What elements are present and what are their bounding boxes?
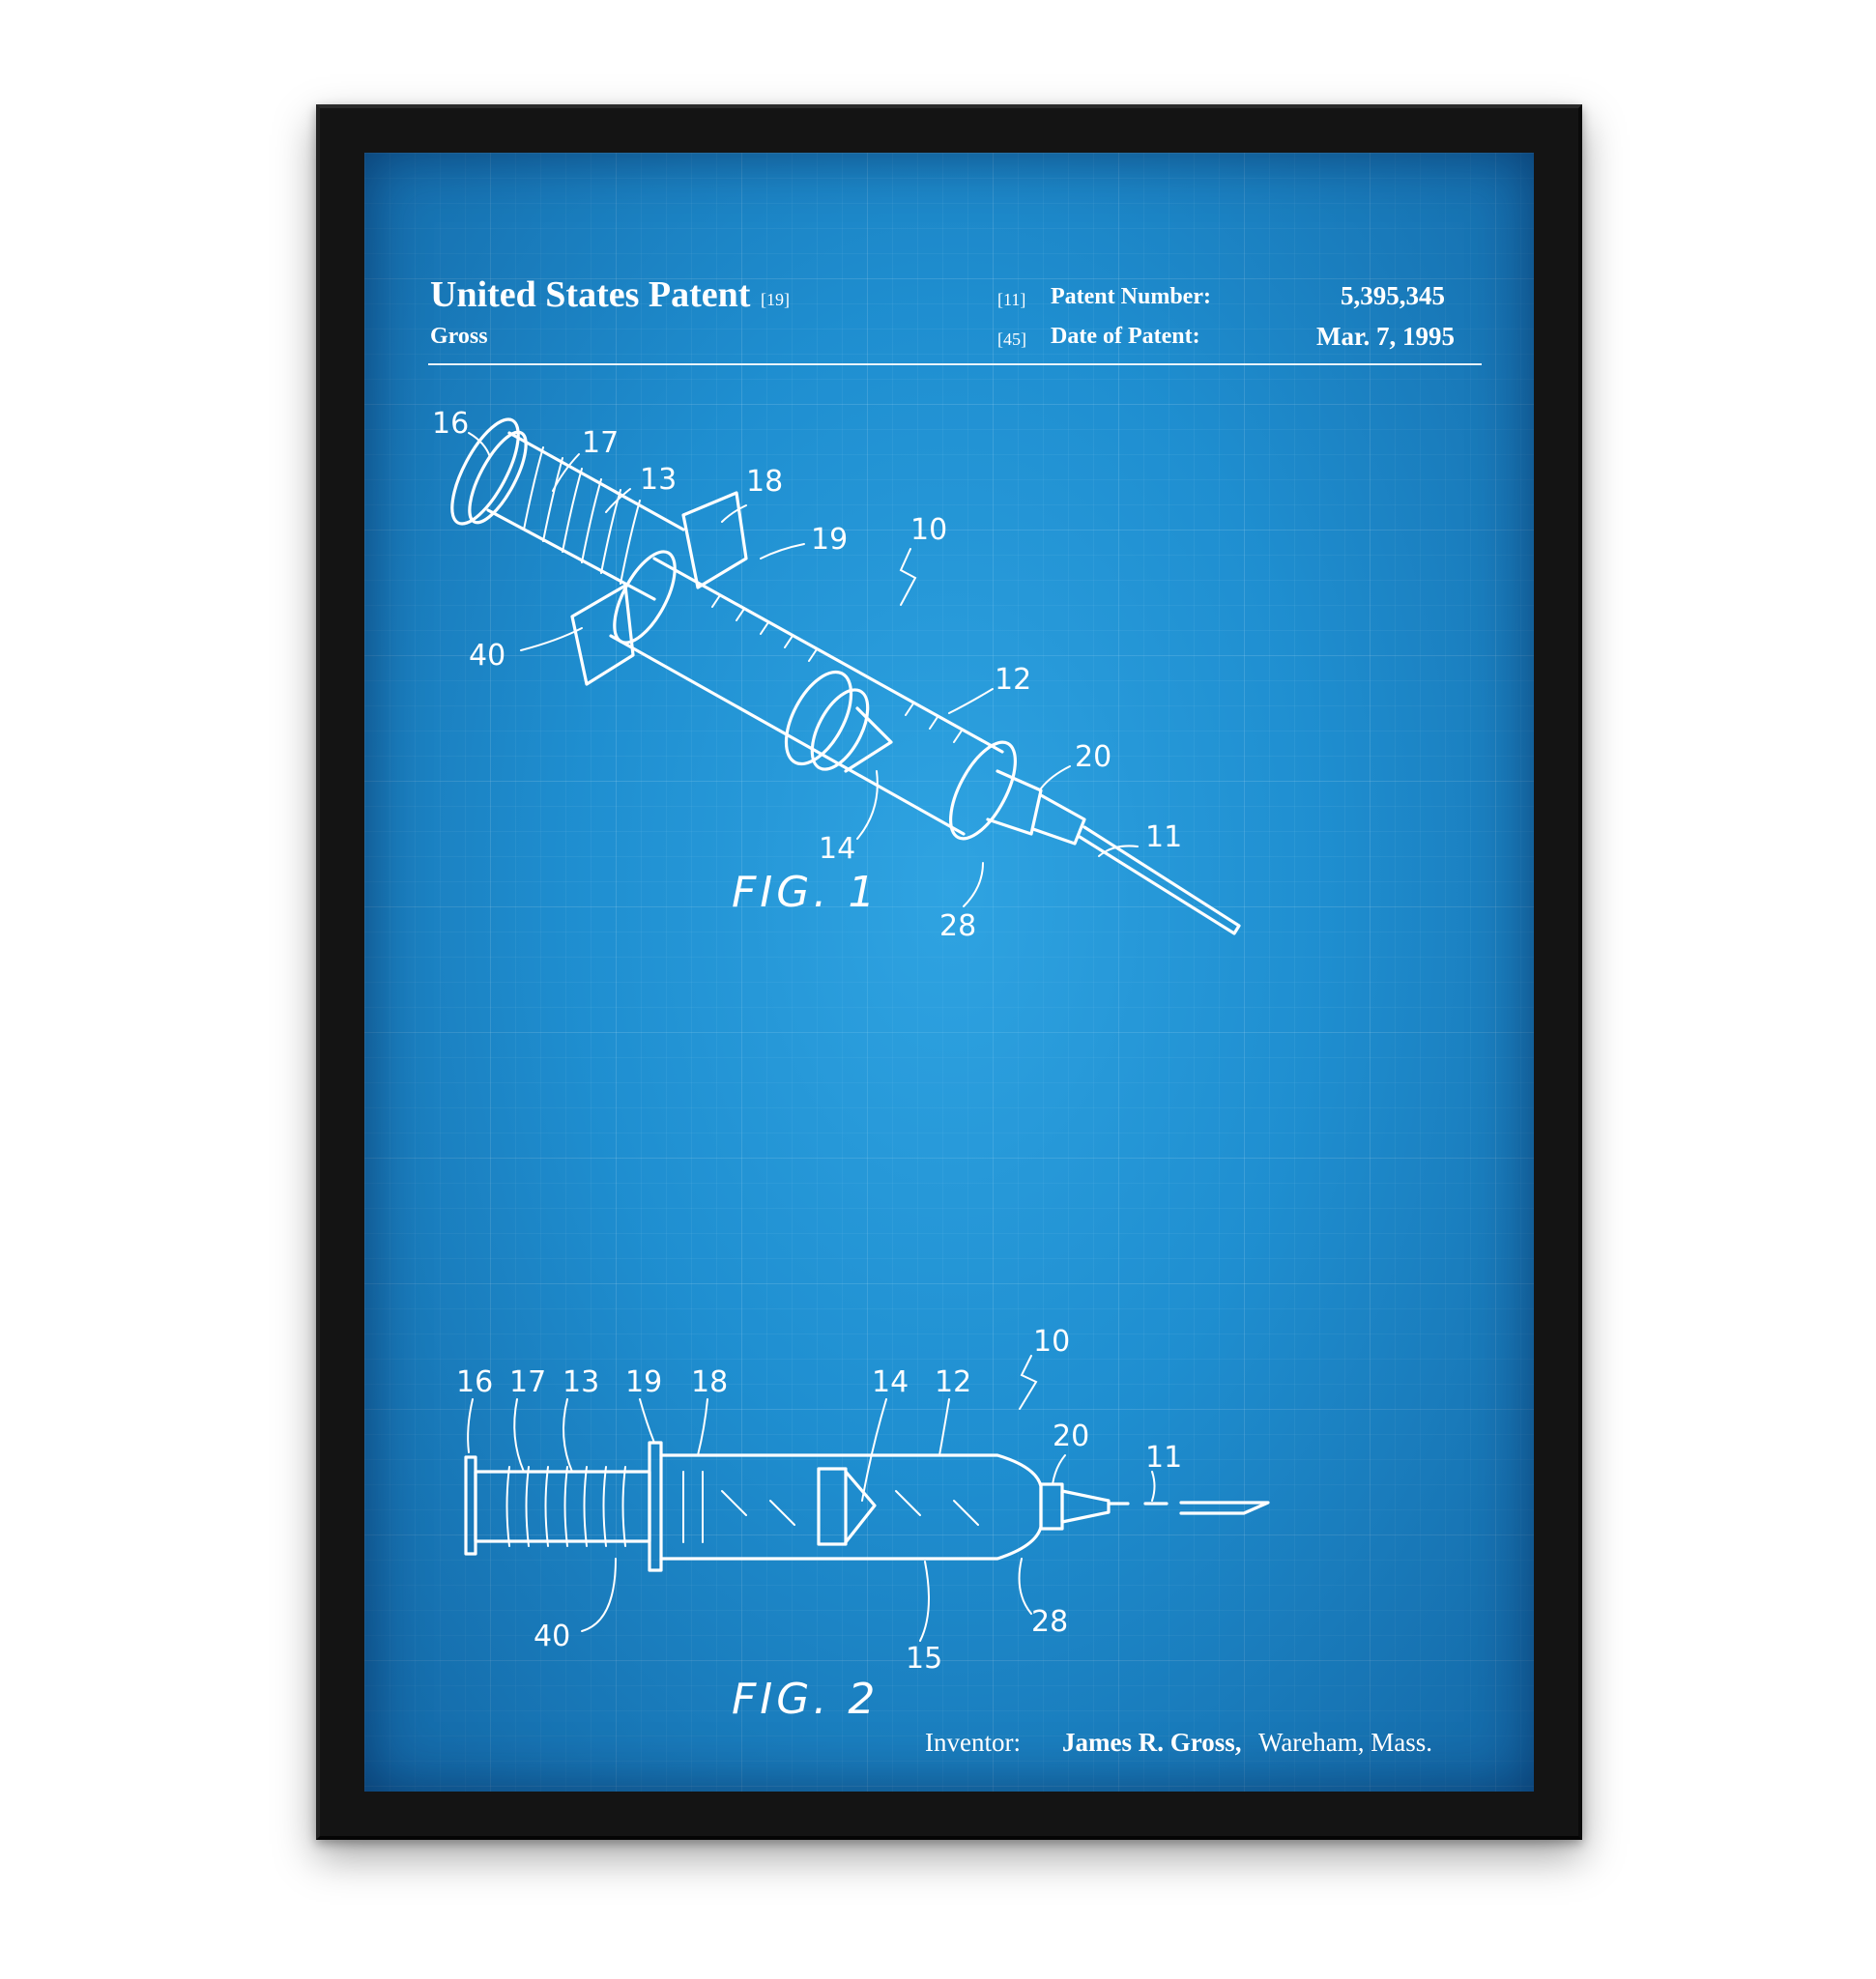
fig2-leader-28 bbox=[1020, 1559, 1031, 1614]
fig2-ref-20: 20 bbox=[1053, 1420, 1089, 1453]
fig2-leader-19 bbox=[640, 1399, 654, 1443]
fig2-caption: FIG. 2 bbox=[732, 1675, 879, 1724]
fig1-finger-flange-bottom bbox=[572, 586, 633, 684]
fig1-barrel-front bbox=[938, 732, 1028, 848]
fig1-ref-20: 20 bbox=[1075, 740, 1111, 774]
fig1-stopper bbox=[773, 662, 865, 774]
fig2-hatch bbox=[722, 1491, 978, 1525]
fig2-leader-15 bbox=[920, 1562, 929, 1641]
fig1-leader-11 bbox=[1099, 846, 1138, 856]
fig2-stopper-cone bbox=[846, 1472, 875, 1542]
fig2-leader-20 bbox=[1053, 1455, 1065, 1484]
fig2-ref-14: 14 bbox=[872, 1365, 909, 1399]
fig1-ref-28: 28 bbox=[939, 909, 976, 943]
poster-frame: United States Patent [19] Gross [11] Pat… bbox=[316, 104, 1582, 1840]
fig1-hub bbox=[988, 771, 1041, 834]
fig2-ref-15: 15 bbox=[906, 1642, 942, 1676]
fig2-leader-16 bbox=[468, 1399, 473, 1452]
fig2-ref-10: 10 bbox=[1033, 1325, 1070, 1359]
fig2-leader-14 bbox=[862, 1399, 886, 1501]
blueprint-print: United States Patent [19] Gross [11] Pat… bbox=[364, 153, 1534, 1792]
fig2-barrel-inner bbox=[683, 1472, 703, 1542]
fig1-caption: FIG. 1 bbox=[732, 868, 879, 917]
fig1-hub-tip bbox=[1033, 795, 1084, 844]
fig1-leader-10 bbox=[901, 549, 915, 605]
fig1-graduations bbox=[712, 595, 962, 742]
fig2-ref-17: 17 bbox=[509, 1365, 546, 1399]
fig2-stopper bbox=[819, 1469, 846, 1544]
fig2-leader-12 bbox=[939, 1399, 949, 1455]
fig1-ref-17: 17 bbox=[582, 426, 619, 460]
fig1-leader-18 bbox=[722, 505, 746, 522]
fig2-ref-12: 12 bbox=[935, 1365, 971, 1399]
fig1-barrel-walls bbox=[611, 559, 1002, 834]
fig1-leader-20 bbox=[1041, 766, 1070, 789]
fig1-ref-16: 16 bbox=[432, 407, 469, 441]
fig2-leader-11 bbox=[1152, 1472, 1155, 1501]
fig1-ref-40: 40 bbox=[469, 639, 505, 673]
fig2-leader-13 bbox=[563, 1399, 572, 1472]
fig2-ref-11: 11 bbox=[1145, 1441, 1182, 1475]
fig1-barrel-rear bbox=[602, 543, 687, 651]
patent-drawings: 16 17 13 18 19 10 40 12 20 14 11 28 FIG.… bbox=[364, 153, 1534, 1792]
fig2-leader-10 bbox=[1020, 1356, 1036, 1409]
fig2-ref-19: 19 bbox=[625, 1365, 662, 1399]
fig1-ref-12: 12 bbox=[995, 663, 1031, 697]
fig1-leader-12 bbox=[949, 689, 993, 713]
inventor-name: James R. Gross, bbox=[1062, 1728, 1242, 1758]
fig2-needle bbox=[1181, 1503, 1268, 1513]
fig1-ref-14: 14 bbox=[819, 832, 855, 866]
fig1-ref-13: 13 bbox=[640, 463, 677, 497]
fig1-stopper-cone bbox=[846, 708, 891, 771]
fig2-hub-tip bbox=[1062, 1491, 1109, 1522]
fig1-ref-18: 18 bbox=[746, 465, 783, 499]
fig2-hub bbox=[1041, 1484, 1062, 1529]
fig2-ref-16: 16 bbox=[456, 1365, 493, 1399]
fig2-ref-28: 28 bbox=[1031, 1605, 1068, 1639]
fig2-plunger-ribs bbox=[507, 1467, 626, 1546]
fig1-finger-flange-top bbox=[683, 493, 746, 588]
fig2-leader-18 bbox=[698, 1399, 707, 1455]
fig1-syringe: 16 17 13 18 19 10 40 12 20 14 11 28 FIG.… bbox=[432, 407, 1239, 943]
fig2-finger-flange bbox=[649, 1443, 661, 1570]
fig2-leader-17 bbox=[514, 1399, 524, 1472]
fig2-leader-40 bbox=[582, 1559, 616, 1631]
inventor-location: Wareham, Mass. bbox=[1258, 1728, 1432, 1758]
fig1-leader-19 bbox=[761, 544, 804, 559]
fig1-leader-28 bbox=[964, 863, 983, 906]
inventor-label: Inventor: bbox=[925, 1728, 1021, 1758]
fig2-ref-40: 40 bbox=[534, 1620, 570, 1653]
fig1-leader-40 bbox=[521, 628, 582, 650]
fig2-ref-13: 13 bbox=[563, 1365, 599, 1399]
fig2-syringe: 16 17 13 19 18 14 12 10 20 11 40 15 28 F… bbox=[456, 1325, 1268, 1724]
fig1-ref-19: 19 bbox=[811, 523, 848, 557]
fig1-plunger-ribs bbox=[524, 447, 640, 584]
fig1-ref-11: 11 bbox=[1145, 820, 1182, 854]
fig1-ref-10: 10 bbox=[910, 513, 947, 547]
fig2-ref-18: 18 bbox=[691, 1365, 728, 1399]
fig2-barrel bbox=[661, 1455, 1041, 1559]
